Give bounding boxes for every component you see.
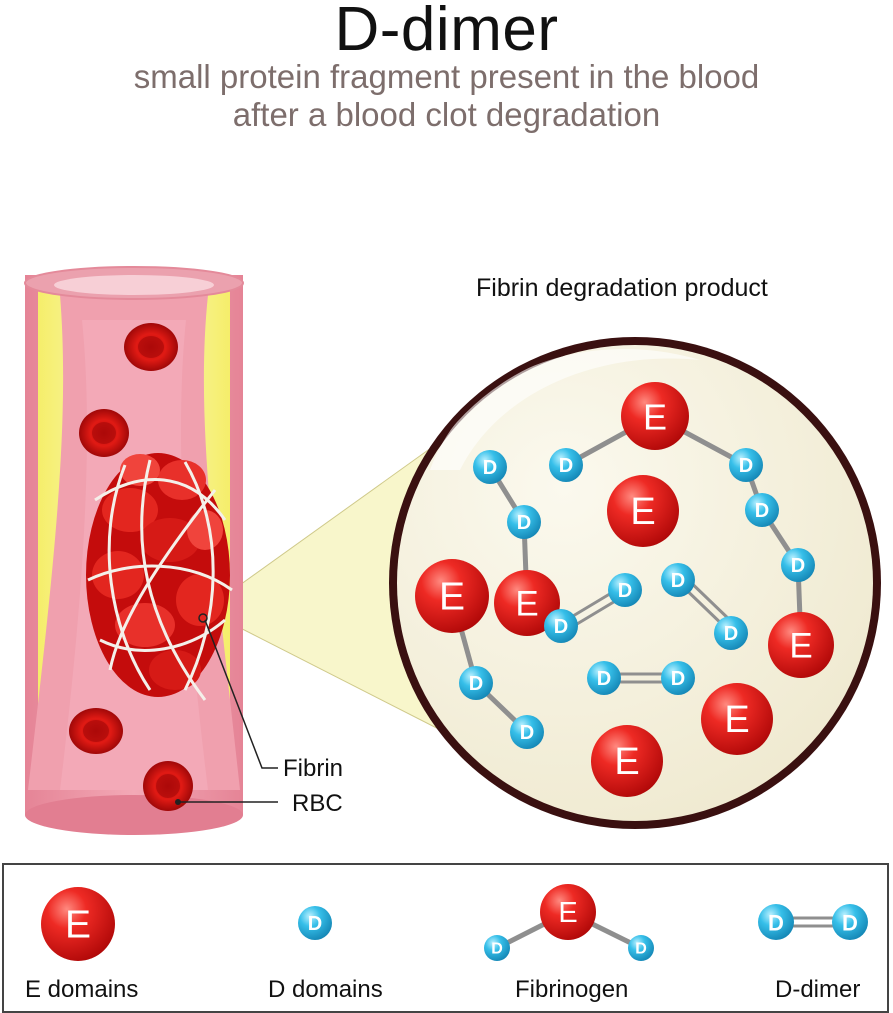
blood-clot [86,453,233,701]
svg-text:D: D [469,673,483,695]
e-domain-sphere-5: E [701,683,773,755]
e-domain-sphere-3: E [494,570,560,636]
svg-text:D: D [791,555,805,577]
svg-text:D: D [724,623,738,645]
d-domain-sphere-10: D [507,505,541,539]
d-domain-sphere-18: D [661,661,695,695]
legend-label-d-dimer: D-dimer [775,976,861,1003]
d-domain-sphere-17: D [587,661,621,695]
svg-text:D: D [597,668,611,690]
svg-text:D: D [517,512,531,534]
d-domain-sphere-12: D [781,548,815,582]
d-domain-sphere-16: D [714,616,748,650]
d-domain-sphere-13: D [608,573,642,607]
fibrin-degradation-label: Fibrin degradation product [476,274,768,302]
svg-text:D: D [755,500,769,522]
d-domain-sphere-14: D [661,563,695,597]
svg-text:D: D [559,455,573,477]
e-domain-sphere-1: E [607,475,679,547]
legend-label-e-domains: E domains [25,976,139,1003]
svg-text:E: E [643,397,667,438]
svg-text:E: E [630,491,655,533]
svg-text:D: D [520,722,534,744]
e-domain-sphere-2: E [415,559,489,633]
svg-text:E: E [789,627,812,666]
subtitle-line-2: after a blood clot degradation [232,96,661,133]
rbc-callout: RBC [292,790,343,817]
e-domain-sphere-6: E [591,725,663,797]
subtitle-line-1: small protein fragment present in the bl… [133,58,760,95]
fibrin-callout: Fibrin [283,755,344,782]
e-domain-sphere-0: E [621,382,689,450]
d-domain-sphere-19: D [459,666,493,700]
d-domain-sphere-9: D [729,448,763,482]
red-blood-cells [69,323,193,811]
d-domain-sphere-8: D [549,448,583,482]
svg-text:E: E [724,699,749,741]
svg-text:D: D [671,668,685,690]
page-title: D-dimer [334,0,559,64]
svg-text:E: E [439,576,465,619]
d-domain-sphere-7: D [473,450,507,484]
svg-text:D: D [739,455,753,477]
d-domain-sphere-11: D [745,493,779,527]
svg-text:E: E [515,585,538,624]
svg-text:D: D [671,570,685,592]
svg-text:D: D [483,457,497,479]
e-domain-sphere-4: E [768,612,834,678]
legend-label-d-domains: D domains [268,976,383,1003]
d-domain-sphere-15: D [544,609,578,643]
svg-text:D: D [618,580,632,602]
legend-label-fibrinogen: Fibrinogen [515,976,629,1003]
d-domain-sphere-20: D [510,715,544,749]
svg-text:D: D [554,616,568,638]
svg-text:E: E [614,741,639,783]
